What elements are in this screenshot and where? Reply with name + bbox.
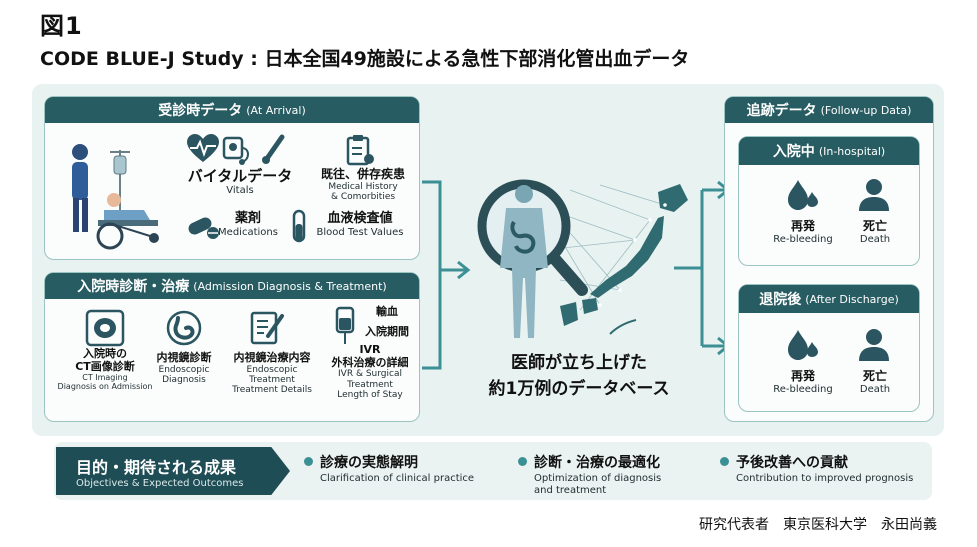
figure-title: CODE BLUE-J Study : 日本全国49施設による急性下部消化管出血… (40, 48, 690, 70)
inhospital-card-header: 入院中 (In-hospital) (739, 137, 919, 165)
endoscopic-treatment-label: 内視鏡治療内容 Endoscopic Treatment Treatment D… (232, 351, 312, 396)
pill-icon (188, 217, 219, 239)
iv-bag-icon (335, 306, 355, 344)
after-discharge-title-jp: 退院後 (759, 292, 802, 308)
ivr-label: IVR 外科治療の詳細 IVR & Surgical Treatment Len… (331, 343, 409, 400)
blood-test-label: 血液検査値 Blood Test Values (316, 211, 404, 238)
admission-title-en: (Admission Diagnosis & Treatment) (193, 279, 387, 293)
document-pen-icon (250, 311, 284, 345)
inhospital-title-en: (In-hospital) (818, 144, 886, 158)
admission-title-jp: 入院時診断・治療 (77, 279, 190, 295)
clipboard-icon (346, 135, 374, 166)
blood-pressure-icon (222, 136, 249, 165)
patient-wheelchair-icon (72, 144, 159, 250)
bullet-dot-icon (720, 457, 729, 466)
followup-card-header: 追跡データ (Follow-up Data) (725, 97, 933, 123)
inhospital-rebleeding-label: 再発 Re-bleeding (773, 219, 833, 245)
admission-card-header: 入院時診断・治療 (Admission Diagnosis & Treatmen… (45, 273, 419, 299)
followup-title-en: (Follow-up Data) (820, 103, 912, 117)
magnifier-body-icon (477, 179, 588, 338)
objectives-label: 目的・期待される成果 Objectives & Expected Outcome… (56, 447, 290, 495)
ct-label: 入院時の CT画像診断 CT Imaging Diagnosis on Admi… (57, 347, 153, 392)
length-of-stay-label: 入院期間 (365, 325, 409, 338)
transfusion-label: 輸血 (376, 305, 398, 318)
arrival-title-jp: 受診時データ (158, 103, 243, 119)
bullet-dot-icon (304, 457, 313, 466)
after-discharge-card-header: 退院後 (After Discharge) (739, 285, 919, 313)
stomach-icon (166, 310, 202, 346)
bullet-dot-icon (518, 457, 527, 466)
inhospital-card: 入院中 (In-hospital) (738, 136, 920, 266)
person-icon (859, 329, 889, 361)
endoscopic-diagnosis-label: 内視鏡診断 Endoscopic Diagnosis (156, 351, 212, 385)
admission-card: 入院時診断・治療 (Admission Diagnosis & Treatmen… (44, 272, 420, 422)
history-label: 既往、併存疾患 Medical History & Comorbities (320, 167, 405, 203)
followup-title-jp: 追跡データ (746, 103, 817, 119)
okinawa-islands-icon (609, 319, 637, 335)
arrival-title-en: (At Arrival) (246, 103, 306, 117)
person-icon (859, 179, 889, 211)
japan-map-icon (544, 184, 688, 326)
after-rebleeding-label: 再発 Re-bleeding (773, 369, 833, 395)
medications-label: 薬剤 Medications (218, 211, 278, 238)
arrival-card: 受診時データ (At Arrival) (44, 96, 420, 260)
inhospital-title-jp: 入院中 (772, 144, 815, 160)
vitals-label: バイタルデータ Vitals (187, 167, 293, 197)
heart-pulse-icon (187, 134, 219, 162)
after-discharge-card: 退院後 (After Discharge) (738, 284, 920, 412)
test-tube-icon (292, 209, 306, 243)
after-death-label: 死亡 Death (859, 369, 891, 395)
thermometer-icon (262, 134, 285, 164)
merge-arrow-icon (422, 180, 471, 370)
principal-investigator: 研究代表者 東京医科大学 永田尚義 (699, 517, 937, 533)
figure-label: 図1 (40, 12, 83, 40)
ct-scan-icon (85, 309, 125, 347)
center-line2: 約1万例のデータベース (488, 379, 670, 399)
blood-drop-icon (788, 180, 818, 210)
blood-drop-icon (788, 330, 818, 360)
center-line1: 医師が立ち上げた (511, 353, 647, 373)
after-discharge-title-en: (After Discharge) (805, 292, 899, 306)
inhospital-death-label: 死亡 Death (859, 219, 891, 245)
arrival-card-header: 受診時データ (At Arrival) (45, 97, 419, 123)
